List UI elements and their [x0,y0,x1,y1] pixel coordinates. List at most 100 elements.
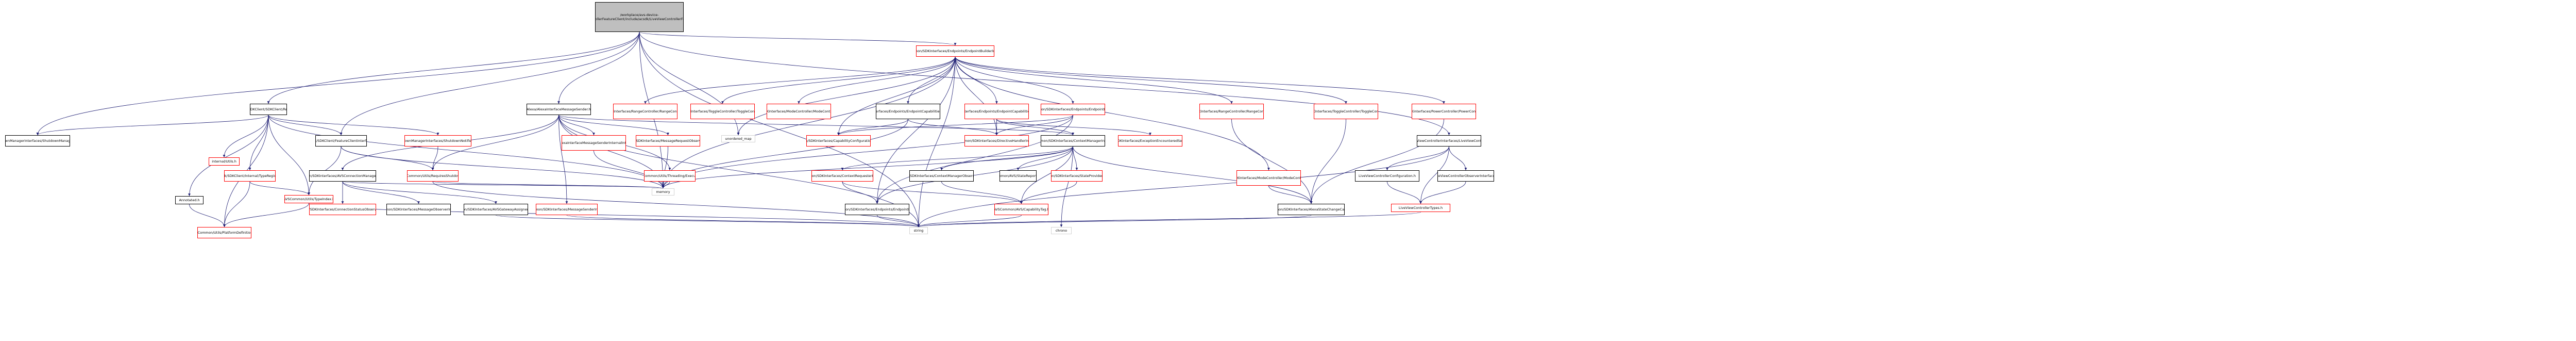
node-shutdown-mgr-ifaces[interactable]: acsdkShutdownManagerInterfaces/ShutdownM… [5,135,70,147]
node-context-manager[interactable]: AVSCommon/SDKInterfaces/ContextManagerIn… [1041,135,1105,147]
node-range-ctrl-label: AVSCommon/SDKInterfaces/RangeController/… [1200,109,1264,113]
node-root[interactable]: /workplace/avs-device-sdk/applications/F… [595,2,684,32]
node-liveview-iface[interactable]: acsdk/AlexaLiveViewControllerInterfaces/… [1417,135,1481,147]
node-state-report-policy[interactable]: AVSCommon/AVS/StateReportPolicy.h [999,170,1037,182]
node-exception-sender[interactable]: AVSCommon/SDKInterfaces/ExceptionEncount… [1118,135,1182,147]
node-chrono-label: chrono [1055,229,1067,233]
node-mode-ctrl[interactable]: AVSCommon/SDKInterfaces/ModeController/M… [1236,170,1301,186]
edge-shutdown-notifier-to-requires-shutdown [431,146,438,171]
edge-alexa-msg-sender-to-context-manager [558,115,1074,136]
node-capability-tag[interactable]: AVSCommon/AVS/CapabilityTag.h [994,204,1048,215]
node-annotated[interactable]: Annotated.h [175,196,204,204]
edge-root-to-feature-client [340,31,640,136]
edge-endpoint-builder-to-range-ctrl [955,56,1233,104]
edge-root-to-shutdown-mgr-ifaces [36,31,640,136]
edge-msg-request-observer-to-memory [662,146,668,189]
edge-context-manager-to-capability-tag [1020,146,1073,204]
node-state-provider[interactable]: AVSCommon/SDKInterfaces/StateProviderInt… [1051,170,1103,182]
node-conn-status-observer[interactable]: AVSCommon/SDKInterfaces/ConnectionStatus… [309,204,376,215]
node-endpoint-caps-registrar[interactable]: AVSCommon/SDKInterfaces/Endpoints/Endpoi… [876,104,940,119]
edge-alexa-msg-sender-to-alexa-msg-sender-internal [558,115,595,136]
node-gateway-assign[interactable]: AVSCommon/SDKInterfaces/AVSGatewayAssign… [464,204,528,215]
node-liveview-types[interactable]: LiveViewControllerTypes.h [1391,204,1450,212]
edge-root-to-sdkclient [267,31,640,104]
edge-avs-conn-mgr-to-gateway-assign [342,181,497,204]
node-alexa-msg-sender-internal[interactable]: Alexa/AlexaInterfaceMessageSenderInterna… [562,135,626,151]
node-toggle-ctrl[interactable]: AVSCommon/SDKInterfaces/ToggleController… [1314,104,1378,119]
node-liveview-config[interactable]: LiveViewControllerConfiguration.h [1355,170,1419,182]
edge-endpoint-builder-to-range-attr [644,56,956,104]
node-range-ctrl[interactable]: AVSCommon/SDKInterfaces/RangeController/… [1199,104,1264,119]
node-sdkclient[interactable]: acsdk/SDKClient/SDKClient/Registry.h [250,104,287,115]
node-chrono[interactable]: chrono [1051,227,1072,234]
edge-endpoint-builder-to-mode-attr [798,56,956,104]
node-state-change-cause-label: AVSCommon/SDKInterfaces/AlexaStateChange… [1278,207,1345,212]
node-range-attr[interactable]: AVSCommon/SDKInterfaces/RangeController/… [613,104,677,119]
node-liveview-observer[interactable]: LiveViewControllerObserverInterface.h [1437,170,1494,182]
edge-endpoint-builder-to-mode-ctrl [955,56,1270,171]
edge-annotated-to-platform-defs [189,204,226,228]
node-endpoint-caps-builder[interactable]: AVSCommon/SDKInterfaces/Endpoints/Endpoi… [964,104,1029,119]
edge-sdkclient-to-type-index [268,115,310,196]
node-liveview-config-label: LiveViewControllerConfiguration.h [1359,174,1416,178]
node-msg-sender[interactable]: AVSCommon/SDKInterfaces/MessageSenderInt… [536,204,598,215]
node-type-index[interactable]: AVSCommon/Utils/TypeIndex.h [284,195,333,203]
node-endpoint-builder[interactable]: AVSCommon/SDKInterfaces/Endpoints/Endpoi… [916,45,994,57]
node-toggle-attr[interactable]: AVSCommon/SDKInterfaces/ToggleController… [690,104,755,119]
edge-liveview-types-to-string [917,212,1421,228]
edge-power-ctrl-to-state-change-cause [1310,119,1444,204]
node-endpoint-iface-label: AVSCommon/SDKInterfaces/Endpoints/Endpoi… [1041,107,1105,111]
node-msg-observer[interactable]: AVSCommon/SDKInterfaces/MessageObserverI… [386,204,451,215]
node-avs-conn-mgr[interactable]: AVSCommon/SDKInterfaces/AVSConnectionMan… [309,170,376,182]
node-msg-request-observer-label: AVSCommon/SDKInterfaces/MessageRequestOb… [636,139,700,143]
node-internal-utils[interactable]: internal/Utils.h [209,157,240,166]
node-context-requester[interactable]: AVSCommon/SDKInterfaces/ContextRequester… [811,170,873,182]
edge-alexa-msg-sender-to-requires-shutdown [431,115,559,171]
node-endpoint-identifier[interactable]: AVSCommon/SDKInterfaces/Endpoints/Endpoi… [845,204,909,215]
node-string[interactable]: string [909,227,928,234]
edge-endpoint-builder-to-toggle-attr [721,56,956,104]
node-internal-type-registry[interactable]: acsdk/SDKClient/Internal/TypeRegistry.h [224,170,276,182]
edge-type-index-to-platform-defs [223,203,309,228]
node-mode-attr-label: AVSCommon/SDKInterfaces/ModeController/M… [767,109,831,113]
edge-root-to-endpoint-builder [639,31,957,46]
node-power-ctrl[interactable]: AVSCommon/SDKInterfaces/PowerController/… [1412,104,1476,119]
node-capability-tag-label: AVSCommon/AVS/CapabilityTag.h [994,207,1048,212]
node-state-change-cause[interactable]: AVSCommon/SDKInterfaces/AlexaStateChange… [1278,204,1345,215]
node-capability-config-label: AVSCommon/SDKInterfaces/CapabilityConfig… [807,139,871,143]
node-capability-config[interactable]: AVSCommon/SDKInterfaces/CapabilityConfig… [806,135,871,147]
node-endpoint-iface[interactable]: AVSCommon/SDKInterfaces/Endpoints/Endpoi… [1041,104,1105,115]
node-shutdown-notifier-label: acsdkShutdownManagerInterfaces/ShutdownN… [404,139,471,143]
node-threading-executor[interactable]: AVSCommon/Utils/Threading/Executor.h [644,170,696,182]
node-feature-client[interactable]: acsdk/SDKClient/FeatureClientInterface.h [315,135,367,147]
node-platform-defs[interactable]: AVSCommon/Utils/PlatformDefinitions.h [197,227,251,238]
node-mode-attr[interactable]: AVSCommon/SDKInterfaces/ModeController/M… [767,104,831,119]
edge-context-requester-to-endpoint-identifier [842,181,878,204]
edge-context-manager-to-state-provider [1073,146,1078,171]
node-directive-handler[interactable]: AVSCommon/SDKInterfaces/DirectiveHandler… [964,135,1029,147]
node-alexa-msg-sender[interactable]: Alexa/AlexaInterfaceMessageSender.h [527,104,591,115]
node-context-mgr-observer[interactable]: AVSCommon/SDKInterfaces/ContextManagerOb… [909,170,974,182]
node-msg-request-observer[interactable]: AVSCommon/SDKInterfaces/MessageRequestOb… [636,135,700,147]
node-memory[interactable]: memory [652,188,674,196]
edge-sdkclient-to-feature-client [268,115,343,136]
node-state-provider-label: AVSCommon/SDKInterfaces/StateProviderInt… [1052,174,1102,178]
edge-sdkclient-to-shutdown-notifier [268,115,439,136]
edge-context-manager-to-memory [662,146,1073,189]
node-context-requester-label: AVSCommon/SDKInterfaces/ContextRequester… [811,174,873,178]
edge-state-provider-to-capability-tag [1020,181,1077,204]
node-unordered-map[interactable]: unordered_map [721,135,755,142]
node-shutdown-notifier[interactable]: acsdkShutdownManagerInterfaces/ShutdownN… [404,135,471,147]
edge-alexa-msg-sender-to-msg-sender [558,115,568,204]
node-root-label: /workplace/avs-device-sdk/applications/F… [596,13,684,21]
edge-state-change-cause-to-string [917,215,1312,228]
edge-endpoint-builder-to-endpoint-identifier [876,56,956,204]
node-conn-status-observer-label: AVSCommon/SDKInterfaces/ConnectionStatus… [310,207,376,212]
node-memory-label: memory [656,190,670,194]
node-requires-shutdown[interactable]: AVSCommon/Utils/RequiresShutdown.h [407,170,459,182]
edge-context-manager-to-context-requester [841,146,1073,171]
edge-endpoint-builder-to-string [917,56,956,228]
edge-internal-type-registry-to-platform-defs [223,181,250,228]
edge-endpoint-builder-to-capability-config [837,56,956,136]
edge-requires-shutdown-to-memory [432,181,665,189]
